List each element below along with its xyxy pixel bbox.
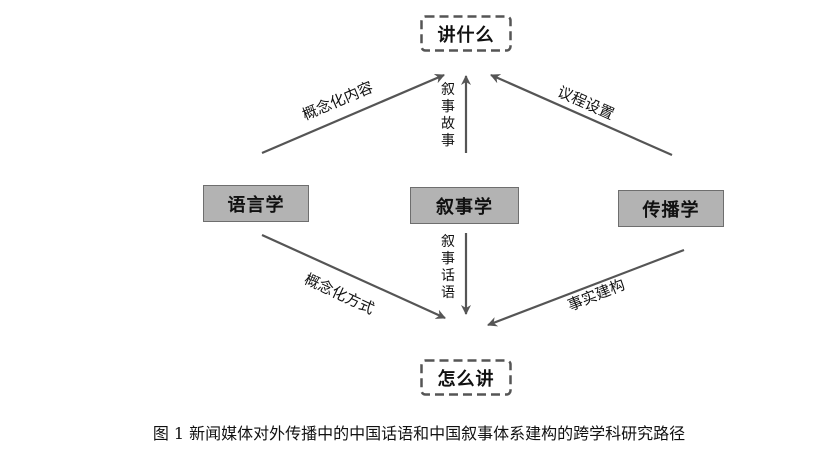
dashed-border	[420, 15, 512, 52]
node-label: 讲什么	[437, 24, 495, 46]
node-label: 叙事学	[436, 196, 493, 218]
node-label: 怎么讲	[437, 368, 495, 390]
dashed-border	[420, 359, 512, 396]
arrow-comm-to-bottom	[487, 248, 685, 327]
figure-caption: 图 1 新闻媒体对外传播中的中国话语和中国叙事体系建构的跨学科研究路径	[152, 424, 686, 443]
arrow-ling-to-top	[261, 73, 445, 155]
node-label: 传播学	[642, 199, 700, 221]
node-linguistics: 语言学	[203, 185, 309, 222]
edge-label-narr-to-top: 叙事故事	[441, 82, 455, 149]
node-narratology: 叙事学	[410, 187, 519, 224]
node-how-to-tell: 怎么讲	[420, 359, 512, 396]
node-communication: 传播学	[618, 190, 724, 227]
arrow-ling-to-bottom	[261, 233, 446, 320]
node-label: 语言学	[227, 194, 285, 216]
arrow-comm-to-top	[490, 73, 673, 157]
edge-label-narr-to-bottom: 叙事话语	[441, 234, 455, 301]
node-what-to-tell: 讲什么	[420, 15, 512, 52]
